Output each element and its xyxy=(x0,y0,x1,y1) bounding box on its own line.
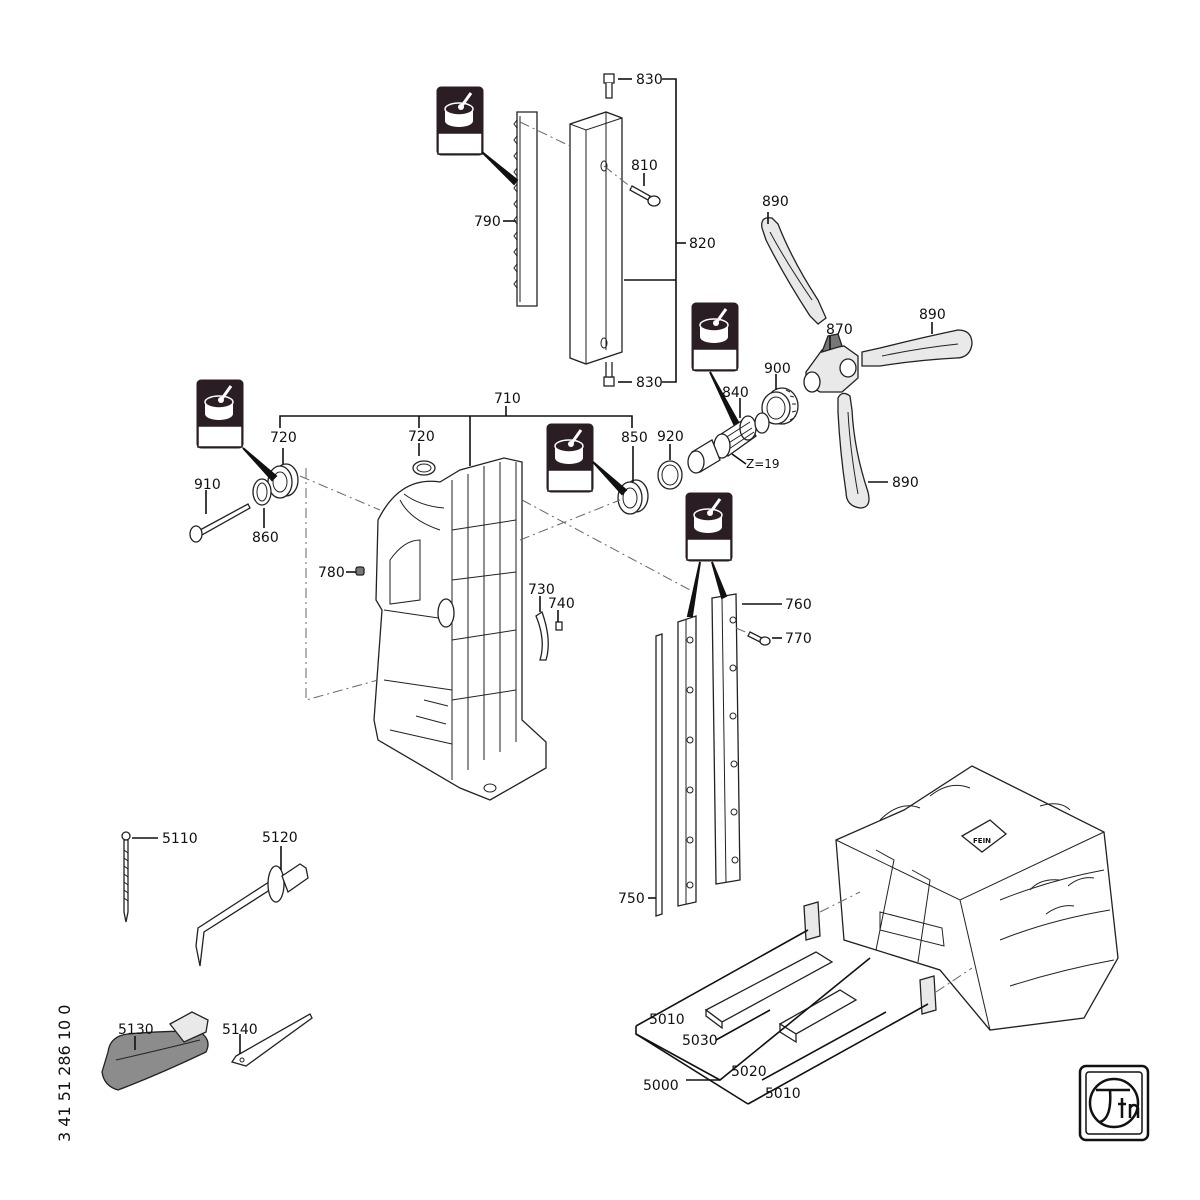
callout-760: 760 xyxy=(785,597,812,613)
callout-890-upper: 890 xyxy=(762,194,789,210)
column-820 xyxy=(569,111,623,365)
screw-770 xyxy=(747,631,771,646)
screw-810 xyxy=(629,185,661,207)
callout-850: 920 xyxy=(657,429,684,445)
strap-5130 xyxy=(101,1011,209,1091)
callout-710: 710 xyxy=(494,391,521,407)
callout-z19: Z=19 xyxy=(746,457,780,471)
callout-920: 720 xyxy=(408,429,435,445)
callout-780: 780 xyxy=(318,565,345,581)
strip-750 xyxy=(655,633,663,917)
grease-icon xyxy=(684,491,734,563)
callout-740: 740 xyxy=(548,596,575,612)
callout-890-lower: 890 xyxy=(892,475,919,491)
carrying-case-5000: FEIN xyxy=(835,765,1119,1031)
callout-730: 730 xyxy=(528,582,555,598)
callout-5120: 5120 xyxy=(262,830,298,846)
grease-icon xyxy=(435,85,485,157)
case-latch-left xyxy=(803,901,821,941)
bearing-720-left xyxy=(267,463,299,499)
callout-720-left: 720 xyxy=(270,430,297,446)
gear-900 xyxy=(761,387,799,425)
bearing-720-right xyxy=(617,479,649,515)
callout-910: 910 xyxy=(194,477,221,493)
callout-5110: 5110 xyxy=(162,831,198,847)
callout-5140: 5140 xyxy=(222,1022,258,1038)
grease-icon xyxy=(545,422,595,494)
callout-720-right: 850 xyxy=(621,430,648,446)
bushing-850 xyxy=(657,439,721,490)
callout-5130: 5130 xyxy=(118,1022,154,1038)
callout-820: 820 xyxy=(689,236,716,252)
handle-890-lower xyxy=(837,392,870,509)
callout-5010-upper: 5010 xyxy=(649,1012,685,1028)
case-latch-right xyxy=(919,975,937,1015)
callout-810: 810 xyxy=(631,158,658,174)
document-number: 3 41 51 286 10 0 xyxy=(55,1005,74,1142)
case-logo: FEIN xyxy=(973,837,991,845)
screw-830-bottom xyxy=(603,362,615,387)
callout-870: 870 xyxy=(826,322,853,338)
hub-870 xyxy=(803,333,859,393)
wedge-5140 xyxy=(230,1013,313,1067)
callout-790: 790 xyxy=(474,214,501,230)
stand-body-710 xyxy=(373,457,547,801)
pinion-840 xyxy=(713,412,770,459)
callout-750: 750 xyxy=(618,891,645,907)
callout-5010-lower: 5010 xyxy=(765,1086,801,1102)
pin-5110 xyxy=(121,831,131,923)
rail-760-left xyxy=(677,615,697,907)
callout-900: 900 xyxy=(764,361,791,377)
callout-890-right: 890 xyxy=(919,307,946,323)
fein-logo-icon xyxy=(1078,1064,1150,1142)
callout-5000: 5000 xyxy=(643,1078,679,1094)
plug-780 xyxy=(355,566,365,576)
bolt-910 xyxy=(189,503,251,543)
rack-790 xyxy=(513,111,538,307)
o-ring-920 xyxy=(412,460,436,476)
screw-830-top xyxy=(603,73,615,99)
callout-840: 840 xyxy=(722,385,749,401)
callout-5030: 5030 xyxy=(682,1033,718,1049)
callout-830-top: 830 xyxy=(636,72,663,88)
grease-icon xyxy=(195,378,245,450)
callout-5020: 5020 xyxy=(731,1064,767,1080)
handle-890-right xyxy=(861,329,973,367)
spring-clip-730 xyxy=(535,610,549,661)
screw-740 xyxy=(555,621,563,631)
grease-icon xyxy=(690,301,740,373)
callout-770: 770 xyxy=(785,631,812,647)
handle-890-upper xyxy=(761,217,827,325)
rail-760-right xyxy=(711,593,741,885)
ring-860 xyxy=(252,478,272,506)
key-5120 xyxy=(195,863,309,967)
callout-830-bottom: 830 xyxy=(636,375,663,391)
insert-5030 xyxy=(704,951,834,1030)
callout-860: 860 xyxy=(252,530,279,546)
